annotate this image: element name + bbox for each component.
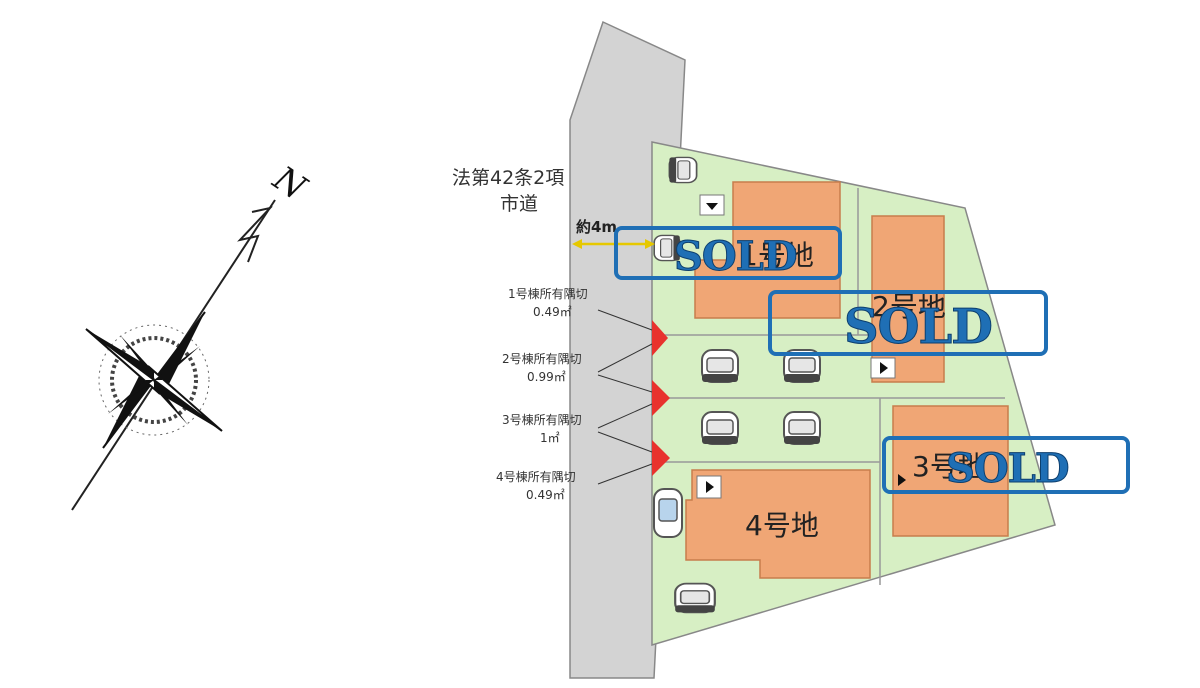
lot2-label: 2号地 [872,290,946,323]
lot4-building [685,469,871,579]
entrance-icon [898,474,906,486]
corner-cut-marker-3 [652,440,670,476]
road-name-line1: 法第42条2項 [452,167,564,189]
road-name-line2: 市道 [500,193,538,215]
corner-cut-4-title: 4号棟所有隅切 [496,469,576,484]
lot3-label: 3号地 [912,450,986,483]
corner-cut-marker-2 [652,380,670,416]
entrance-icon [696,475,722,499]
sold-stamp-lot2: SOLD [768,290,1048,356]
compass-rose-icon [71,199,276,511]
entrance-icon [870,357,896,379]
corner-cut-3-area: 1㎡ [540,431,560,445]
corner-cut-3-title: 3号棟所有隅切 [502,412,582,427]
lot4-label: 4号地 [745,509,819,542]
svg-text:SOLD: SOLD [946,445,1069,492]
sold-stamp-lot1: SOLD [614,226,842,281]
sold-stamp-lot3: SOLD [882,436,1130,494]
svg-text:SOLD: SOLD [674,233,797,280]
corner-cut-2-title: 2号棟所有隅切 [502,351,582,366]
corner-cut-4-area: 0.49㎡ [526,488,565,502]
corner-cut-1-title: 1号棟所有隅切 [508,286,588,301]
svg-text:SOLD: SOLD [844,299,992,355]
corner-cut-marker-1 [652,320,668,356]
corner-cut-1-area: 0.49㎡ [533,305,572,319]
entrance-icon [699,194,725,216]
north-label: N [265,158,314,209]
lot1-building [694,181,841,319]
road-width-label: 約4m [576,218,617,236]
lot3-building [892,405,1009,537]
corner-cut-2-area: 0.99㎡ [527,370,566,384]
lot1-label: 1号地 [740,239,814,272]
